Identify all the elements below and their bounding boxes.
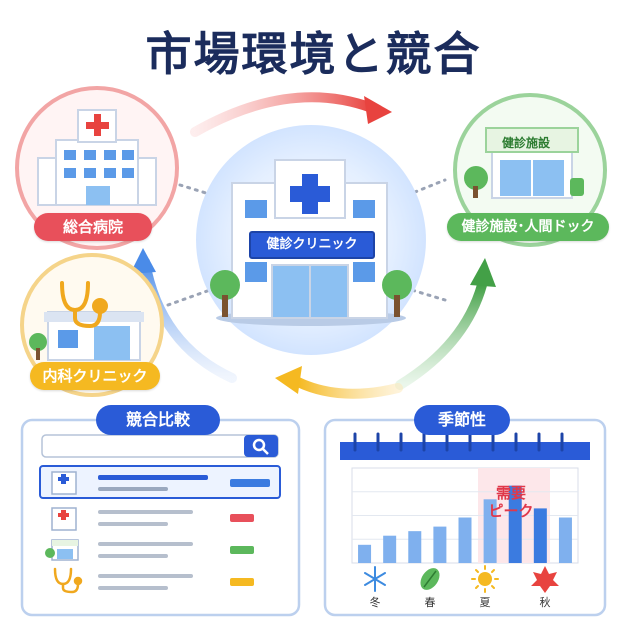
arrow-top-head xyxy=(364,96,392,124)
clinic-icon xyxy=(29,311,144,361)
chart-bar xyxy=(358,544,372,563)
comparison-panel xyxy=(20,418,301,617)
peak-label-line1: 需要 xyxy=(495,484,526,502)
search-button[interactable] xyxy=(244,435,278,457)
label-internal-clinic: 内科クリニック xyxy=(30,362,160,390)
chart-bar xyxy=(383,535,397,563)
stethoscope-icon xyxy=(60,281,108,329)
demand-peak-label: 需要 ピーク xyxy=(476,484,546,520)
comparison-panel-title: 競合比較 xyxy=(96,405,220,435)
seasonality-panel xyxy=(323,418,607,617)
chart-bars xyxy=(358,485,572,563)
center-cross-h xyxy=(290,186,330,202)
health-checkup-node xyxy=(453,93,607,247)
snowflake-icon xyxy=(364,566,386,592)
arrow-left xyxy=(140,257,237,383)
connector-left-top xyxy=(178,183,224,200)
page-title: 市場環境と競合 xyxy=(145,27,482,81)
search-icon xyxy=(252,438,269,455)
row-checkup-icon xyxy=(45,539,79,561)
arrow-bottom-head xyxy=(275,366,302,394)
chart-bar xyxy=(508,485,522,563)
season-label-spring: 春 xyxy=(424,596,436,609)
chart-bar xyxy=(458,517,472,563)
label-health-checkup: 健診施設･人間ドック xyxy=(447,213,609,241)
peak-label-line2: ピーク xyxy=(488,502,534,520)
season-label-winter: 冬 xyxy=(369,596,381,609)
internal-clinic-node xyxy=(20,253,164,397)
arrow-top xyxy=(190,92,377,137)
row-clinic-red-icon xyxy=(51,507,77,531)
connector-left-bottom xyxy=(166,288,212,307)
sun-icon xyxy=(471,565,499,593)
row-hospital-icon xyxy=(51,471,77,495)
season-label-autumn: 秋 xyxy=(539,596,551,609)
row-stethoscope-icon xyxy=(53,567,83,594)
cycle-arrows xyxy=(130,92,496,399)
general-hospital-node xyxy=(15,86,179,250)
center-clinic xyxy=(196,125,426,355)
calendar-rings xyxy=(353,432,564,452)
arrow-bottom xyxy=(293,377,403,399)
seasonality-panel-title: 季節性 xyxy=(414,405,510,435)
hospital-icon xyxy=(37,109,157,206)
leaf-icon xyxy=(420,568,440,590)
chart-bar xyxy=(433,526,447,563)
chart-bar xyxy=(533,508,547,563)
label-general-hospital: 総合病院 xyxy=(34,213,152,241)
season-label-summer: 夏 xyxy=(479,596,491,609)
chart-bar xyxy=(483,499,497,563)
arrow-left-head xyxy=(130,248,156,274)
maple-leaf-icon xyxy=(531,566,559,593)
chart-bar xyxy=(408,531,422,563)
search-input[interactable] xyxy=(41,434,279,458)
label-center-clinic: 健診クリニック xyxy=(249,231,375,259)
checkup-building-icon xyxy=(464,127,584,199)
arrow-right xyxy=(395,280,487,390)
checkup-building-sign: 健診施設 xyxy=(501,136,550,150)
chart-bar xyxy=(558,517,572,563)
arrow-right-head xyxy=(470,258,496,287)
